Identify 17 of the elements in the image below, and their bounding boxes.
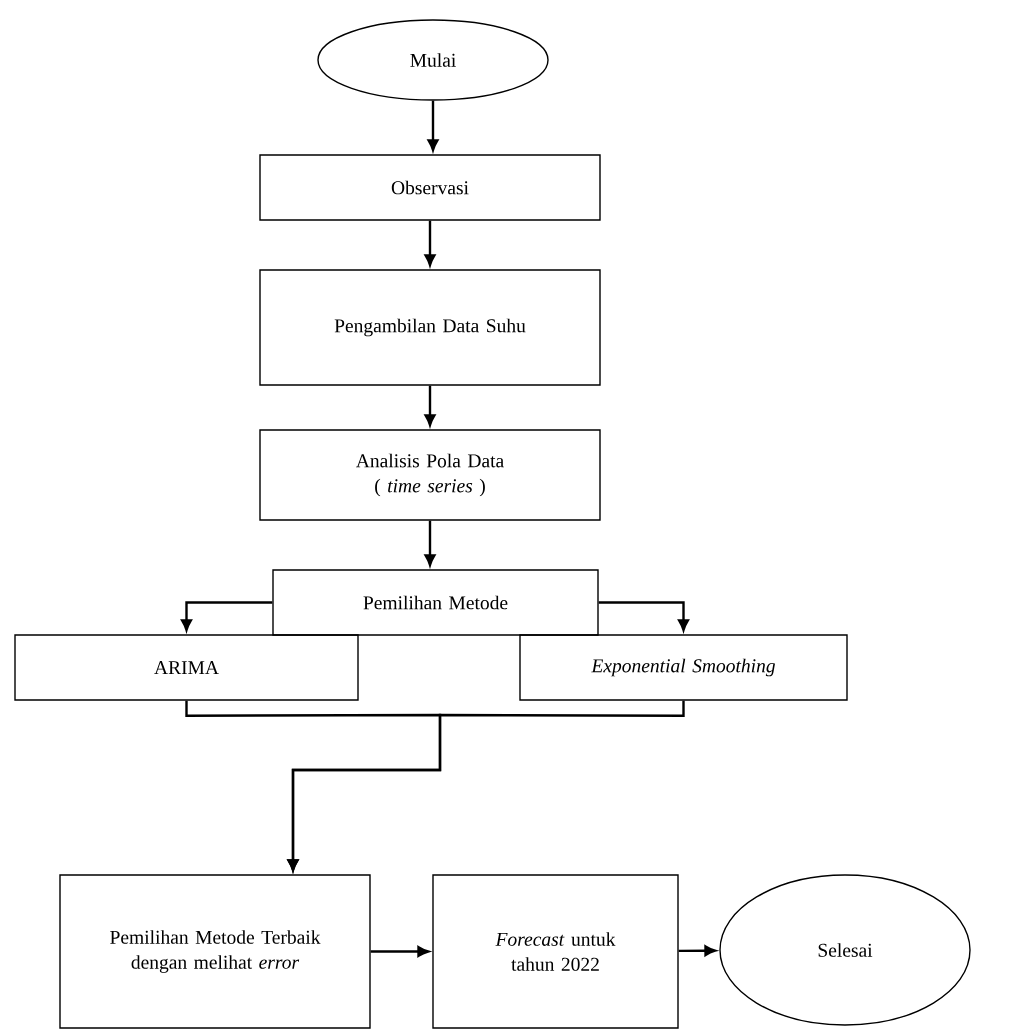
arrow (424, 520, 436, 567)
process-box: Forecast untuk tahun 2022 (432, 874, 679, 1029)
process-box: Observasi (259, 154, 601, 221)
arrow (427, 100, 439, 152)
arrow (181, 601, 273, 632)
arrow (370, 946, 430, 957)
arrow (598, 601, 689, 632)
process-box: Exponential Smoothing (519, 634, 848, 701)
process-box: Analisis Pola Data ( time series ) (259, 429, 601, 521)
process-box: ARIMA (14, 634, 359, 701)
arrow (424, 220, 436, 267)
process-box: Pemilihan Metode (272, 569, 599, 636)
arrow (287, 700, 685, 872)
arrow (424, 385, 436, 427)
arrow (678, 945, 717, 957)
process-box: Pengambilan Data Suhu (259, 269, 601, 386)
process-box: Pemilihan Metode Terbaik dengan melihat error (59, 874, 371, 1029)
